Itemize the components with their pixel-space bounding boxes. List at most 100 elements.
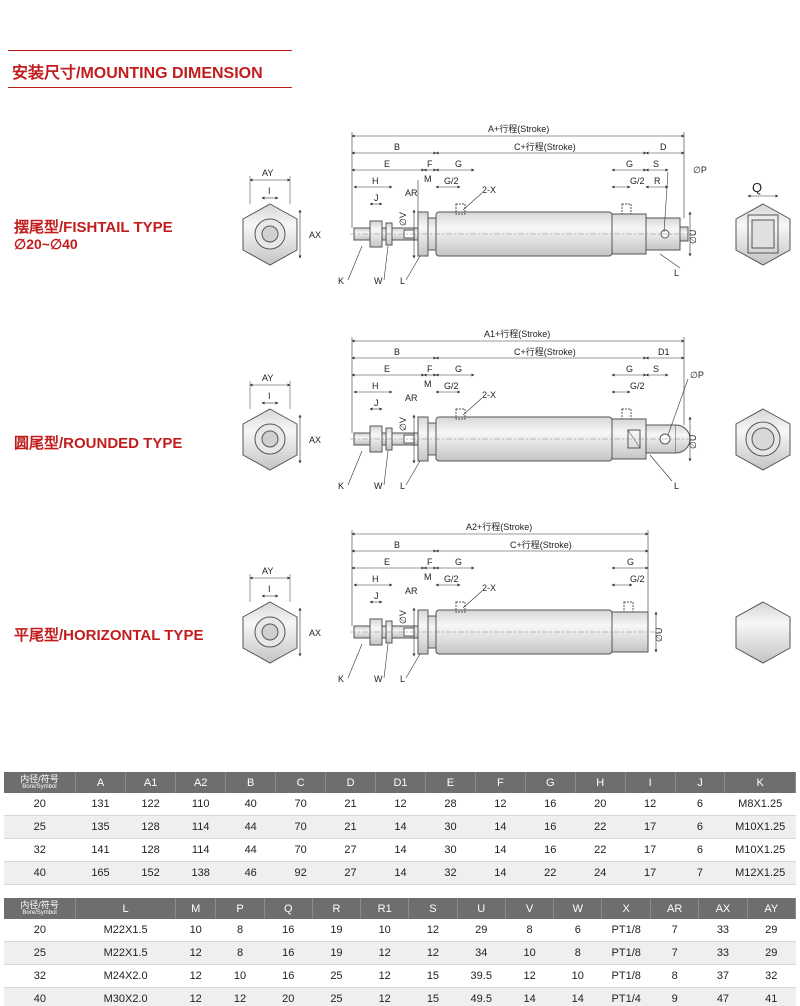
rounded-g-label: G bbox=[455, 364, 462, 374]
horizontal-i-label: I bbox=[268, 584, 271, 594]
table-cell: 16 bbox=[264, 919, 313, 942]
table-cell: 15 bbox=[408, 987, 458, 1006]
section-title: 安装尺寸/MOUNTING DIMENSION bbox=[12, 65, 263, 82]
fishtail-l-right-label: L bbox=[674, 268, 679, 278]
fishtail-g2-right-label: G/2 bbox=[630, 176, 645, 186]
table1-header-a1: A1 bbox=[125, 772, 177, 793]
rounded-g2-right-label: G/2 bbox=[630, 381, 645, 391]
bore-cell: 40 bbox=[4, 861, 76, 885]
table-cell: 12 bbox=[408, 941, 458, 965]
table-cell: M30X2.0 bbox=[75, 987, 176, 1006]
table-cell: 12 bbox=[175, 964, 216, 988]
horizontal-dimension-lines bbox=[347, 530, 658, 679]
table-cell: 135 bbox=[75, 815, 126, 839]
table-cell: 37 bbox=[698, 964, 748, 988]
table-cell: 14 bbox=[375, 815, 426, 839]
table-cell: 128 bbox=[125, 838, 176, 862]
horizontal-v-label: ∅V bbox=[398, 610, 408, 624]
table-cell: 16 bbox=[264, 964, 313, 988]
bore-cell: 25 bbox=[4, 815, 76, 839]
horizontal-ax-label: AX bbox=[309, 628, 321, 638]
table-cell: 47 bbox=[698, 987, 748, 1006]
bore-cell: 32 bbox=[4, 838, 76, 862]
table-cell: 33 bbox=[698, 941, 748, 965]
table1-header-j: J bbox=[675, 772, 726, 793]
table-cell: 114 bbox=[175, 815, 226, 839]
fishtail-front-view bbox=[242, 176, 302, 266]
rounded-s-label: S bbox=[653, 364, 659, 374]
table-cell: 21 bbox=[325, 815, 376, 839]
table-cell: 46 bbox=[225, 861, 276, 885]
table-cell: 22 bbox=[575, 838, 626, 862]
table-cell: 138 bbox=[175, 861, 226, 885]
table-cell: 17 bbox=[625, 861, 676, 885]
table-cell: 14 bbox=[475, 838, 526, 862]
table-cell: 32 bbox=[747, 964, 796, 988]
horizontal-m-label: M bbox=[424, 572, 432, 582]
table2-header-p: P bbox=[215, 898, 265, 919]
fishtail-ax-label: AX bbox=[309, 230, 321, 240]
rounded-ay-label: AY bbox=[262, 373, 273, 383]
rounded-u-label: ∅U bbox=[688, 435, 698, 449]
table-cell: 44 bbox=[225, 838, 276, 862]
fishtail-q-label: Q bbox=[752, 180, 762, 195]
fishtail-ay-label: AY bbox=[262, 168, 273, 178]
horizontal-f-label: F bbox=[427, 557, 433, 567]
fishtail-l-label: L bbox=[400, 276, 405, 286]
table-cell: 17 bbox=[625, 838, 676, 862]
rounded-g-right-label: G bbox=[626, 364, 633, 374]
horizontal-b-label: B bbox=[394, 540, 400, 550]
table1-header-b: B bbox=[225, 772, 277, 793]
table-cell: 14 bbox=[505, 987, 554, 1006]
table2-corner-header: 内径/符号 Bore/Symbol bbox=[4, 898, 77, 919]
rounded-type-label: 圆尾型/ROUNDED TYPE bbox=[14, 435, 183, 452]
table-cell: 25 bbox=[312, 987, 361, 1006]
table-cell: 15 bbox=[408, 964, 458, 988]
table-cell: 10 bbox=[553, 964, 602, 988]
rounded-k-label: K bbox=[338, 481, 344, 491]
fishtail-dimension-lines bbox=[347, 132, 692, 281]
table-cell: 128 bbox=[125, 815, 176, 839]
fishtail-d-label: D bbox=[660, 142, 667, 152]
table2-header-s: S bbox=[408, 898, 458, 919]
table-cell: M10X1.25 bbox=[724, 838, 796, 862]
table-cell: 29 bbox=[457, 919, 506, 942]
rounded-b-label: B bbox=[394, 347, 400, 357]
table-cell: 131 bbox=[75, 793, 126, 816]
table-cell: M8X1.25 bbox=[724, 793, 796, 816]
table-cell: 7 bbox=[650, 919, 699, 942]
table-cell: 40 bbox=[225, 793, 276, 816]
table-cell: 6 bbox=[553, 919, 602, 942]
horizontal-g-label: G bbox=[455, 557, 462, 567]
table-cell: 22 bbox=[575, 815, 626, 839]
table-cell: 30 bbox=[425, 838, 476, 862]
table-cell: 27 bbox=[325, 861, 376, 885]
table-cell: 17 bbox=[625, 815, 676, 839]
table2-header-ax: AX bbox=[698, 898, 748, 919]
table-cell: 20 bbox=[575, 793, 626, 816]
rounded-e-label: E bbox=[384, 364, 390, 374]
table-cell: 10 bbox=[505, 941, 554, 965]
table1-header-e: E bbox=[425, 772, 476, 793]
bore-cell: 25 bbox=[4, 941, 76, 965]
table1-header-k: K bbox=[724, 772, 796, 793]
table-cell: 6 bbox=[675, 793, 725, 816]
bore-cell: 32 bbox=[4, 964, 76, 988]
rounded-dimension-lines bbox=[347, 337, 692, 486]
table1-header-d: D bbox=[325, 772, 376, 793]
fishtail-g-label: G bbox=[455, 159, 462, 169]
fishtail-c-stroke-label: C+行程(Stroke) bbox=[514, 141, 576, 152]
horizontal-g2-right-label: G/2 bbox=[630, 574, 645, 584]
table-cell: 41 bbox=[747, 987, 796, 1006]
table-cell: 29 bbox=[747, 919, 796, 942]
table-cell: 70 bbox=[275, 838, 326, 862]
fishtail-rear-view bbox=[735, 194, 791, 266]
table-cell: 12 bbox=[375, 793, 426, 816]
bore-cell: 20 bbox=[4, 919, 76, 942]
table2-header-l: L bbox=[75, 898, 176, 919]
table-cell: 19 bbox=[312, 941, 361, 965]
